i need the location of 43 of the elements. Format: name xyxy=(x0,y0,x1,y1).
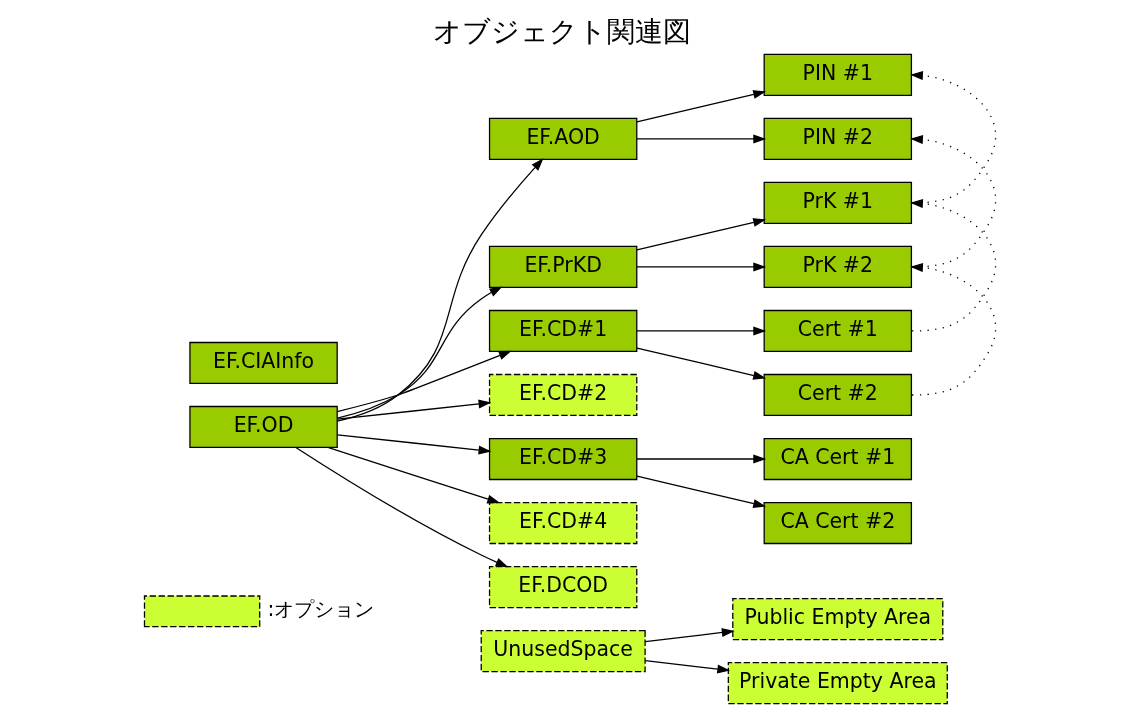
arrow xyxy=(295,447,509,568)
arrow xyxy=(336,286,503,419)
node-box: Cert #2 xyxy=(763,373,913,417)
legend-label: :オプション xyxy=(267,597,375,622)
node-box: EF.CD#1 xyxy=(488,309,638,353)
diagram-title: オブジェクト関連図 xyxy=(433,15,692,49)
node-box: EF.CIAInfo xyxy=(189,341,338,385)
arrow xyxy=(636,475,767,508)
arrow xyxy=(636,454,767,464)
arrow xyxy=(636,326,767,336)
node-box: EF.CD#3 xyxy=(488,437,638,481)
arrow xyxy=(636,134,767,144)
arrow xyxy=(327,446,501,504)
arrow xyxy=(910,71,997,204)
node-box: CA Cert #2 xyxy=(763,501,913,545)
node-box: EF.CD#4 xyxy=(488,501,638,545)
arrow xyxy=(336,434,492,455)
arrow xyxy=(910,199,997,332)
node-box: Private Empty Area xyxy=(727,661,948,705)
node-box: UnusedSpace xyxy=(480,629,646,673)
arrow xyxy=(636,218,767,251)
arrow xyxy=(336,350,512,413)
arrow xyxy=(336,158,544,422)
arrow xyxy=(910,263,997,396)
node-box: CA Cert #1 xyxy=(763,437,913,481)
arrow xyxy=(644,659,731,674)
arrow xyxy=(636,90,767,123)
node-box: EF.AOD xyxy=(488,117,638,161)
node-box: PIN #1 xyxy=(763,53,913,97)
node-box: EF.PrKD xyxy=(488,245,638,289)
node-box: PIN #2 xyxy=(763,117,913,161)
arrow xyxy=(644,628,735,643)
node-box: EF.CD#2 xyxy=(488,373,638,417)
arrow xyxy=(636,347,767,380)
arrow xyxy=(336,399,492,420)
node-box: Public Empty Area xyxy=(732,597,944,641)
node-box: Cert #1 xyxy=(763,309,913,353)
node-box: EF.OD xyxy=(189,405,338,449)
node-box: PrK #1 xyxy=(763,181,913,225)
node-box: EF.DCOD xyxy=(488,565,638,609)
arrow xyxy=(636,262,767,272)
arrow xyxy=(910,135,997,268)
node-box: PrK #2 xyxy=(763,245,913,289)
